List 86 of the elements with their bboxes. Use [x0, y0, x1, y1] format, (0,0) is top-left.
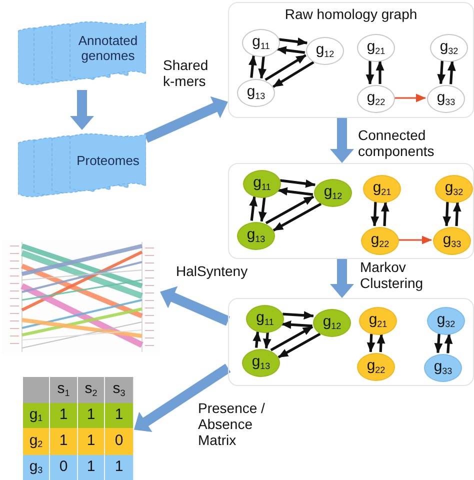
gene-node: g$_{33}$ — [427, 85, 465, 113]
graph-panel — [228, 2, 474, 118]
arrow — [278, 332, 321, 358]
arrow — [264, 54, 306, 81]
table-cell: 1 — [78, 455, 104, 480]
gene-node: g$_{12}$ — [313, 309, 351, 337]
table-cell: 1 — [78, 403, 104, 428]
gene-node: g$_{12}$ — [314, 179, 352, 207]
block-arrow — [160, 286, 230, 326]
table-cell: 1 — [50, 403, 77, 428]
arrow — [258, 56, 267, 79]
gene-node: g$_{32}$ — [435, 175, 473, 203]
gene-node: g$_{12}$ — [306, 37, 344, 65]
block-arrow — [330, 118, 354, 163]
arrow — [366, 61, 374, 84]
arrow — [280, 179, 316, 188]
arrow — [270, 326, 314, 352]
arrow — [282, 311, 314, 320]
arrow — [265, 195, 314, 224]
table-cell: 1 — [50, 428, 77, 455]
node-label: Annotated genomes — [77, 33, 139, 63]
row-header-cell: g$_{2}$ — [23, 428, 49, 455]
block-arrow — [330, 259, 354, 298]
gene-node: g$_{21}$ — [359, 307, 397, 335]
header-cell: s$_{1}$ — [50, 377, 77, 403]
arrow — [437, 60, 446, 84]
table-cell: 0 — [50, 455, 77, 480]
arrow — [398, 236, 432, 244]
arrow — [376, 334, 386, 352]
block-arrow — [144, 96, 228, 143]
arrow — [394, 94, 426, 102]
gene-node: g$_{32}$ — [430, 34, 468, 62]
arrow — [442, 202, 452, 226]
row-header-cell: g$_{3}$ — [23, 455, 49, 480]
edge-label: Presence / Absence Matrix — [198, 400, 266, 448]
gene-node: g$_{11}$ — [242, 29, 280, 57]
arrow — [249, 196, 258, 221]
table-cell: 1 — [105, 403, 133, 428]
arrow — [272, 61, 314, 88]
arrow — [376, 60, 384, 84]
arrow — [281, 320, 312, 329]
arrow — [252, 331, 262, 348]
arrow — [277, 187, 314, 196]
arrow — [434, 334, 443, 354]
arrow — [452, 202, 462, 226]
gene-node: g$_{13}$ — [242, 349, 280, 377]
graph-title: Raw homology graph — [284, 6, 418, 22]
gene-node: g$_{21}$ — [363, 175, 401, 203]
header-cell: s$_{2}$ — [78, 377, 104, 403]
arrow — [262, 332, 272, 349]
gene-node: g$_{22}$ — [357, 353, 395, 381]
edge-label: Shared k-mers — [163, 57, 210, 89]
gene-node: g$_{22}$ — [361, 227, 399, 255]
table-cell: 1 — [78, 428, 104, 455]
edge-label: Connected components — [358, 127, 436, 159]
gene-node: g$_{32}$ — [427, 307, 465, 335]
block-arrow — [70, 90, 94, 130]
gene-node: g$_{21}$ — [357, 34, 395, 62]
block-arrow — [134, 364, 231, 432]
gene-node: g$_{22}$ — [357, 85, 395, 113]
arrow — [248, 55, 257, 78]
gene-node: g$_{13}$ — [237, 79, 275, 107]
arrow — [370, 202, 380, 226]
arrow — [447, 60, 456, 84]
edge-label: Markov Clustering — [360, 259, 424, 291]
gene-node: g$_{11}$ — [246, 305, 284, 333]
header-cell: s$_{3}$ — [105, 377, 133, 403]
row-header-cell: g$_{1}$ — [23, 403, 49, 428]
table-cell: 1 — [105, 455, 133, 480]
data-table — [23, 377, 134, 480]
arrow — [278, 38, 308, 46]
arrow — [258, 197, 267, 222]
arrow — [272, 202, 322, 232]
arrow — [380, 202, 390, 226]
gene-node: g$_{11}$ — [243, 170, 281, 198]
graph-panel — [228, 163, 474, 259]
arrow — [276, 46, 306, 54]
gene-node: g$_{13}$ — [237, 222, 275, 250]
node-label: Proteomes — [76, 152, 140, 168]
arrow — [366, 334, 376, 352]
table-cell: 0 — [105, 428, 133, 455]
gene-node: g$_{33}$ — [433, 227, 471, 255]
arrow — [444, 334, 453, 354]
edge-label: HalSynteny — [176, 263, 248, 279]
graph-panel — [228, 298, 474, 386]
gene-node: g$_{33}$ — [424, 354, 462, 382]
